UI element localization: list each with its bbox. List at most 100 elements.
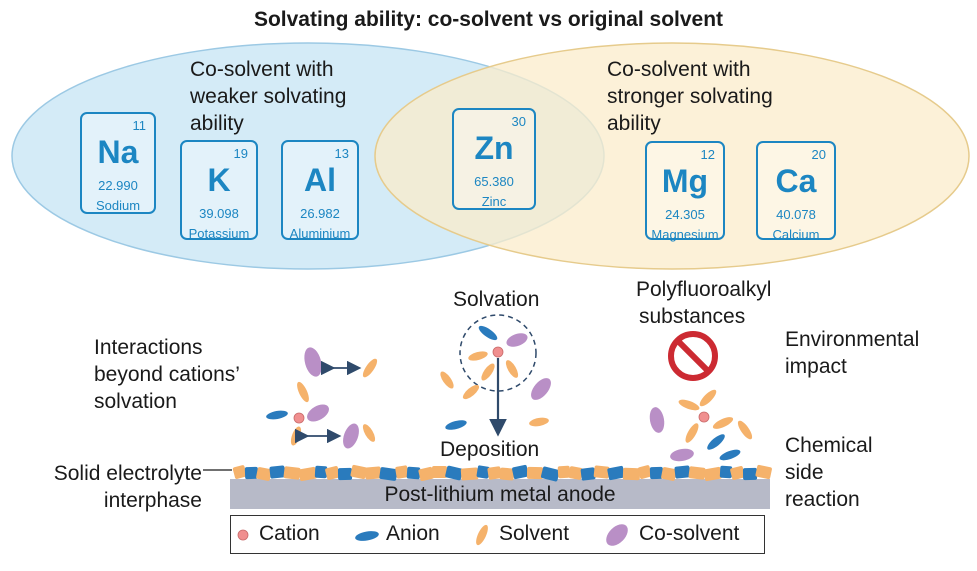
element-tile-ca: 20 Ca 40.078 Calcium [756,141,836,242]
sei-particle [406,466,421,480]
anion-molecule [445,420,467,430]
anion-molecule [719,449,741,461]
sei-particle [476,465,490,479]
anion-molecule [266,410,288,420]
sei-particle [350,464,367,480]
solvent-molecule [481,363,495,381]
legend-cation-label: Cation [259,522,320,545]
sei-particle [674,465,691,479]
sei-particle [703,466,722,482]
cosolvent-molecule [649,407,665,433]
cosolvent-molecule [343,423,359,449]
sei-particle [719,465,733,479]
legend-anion-label: Anion [386,522,440,545]
sei-particle [661,467,677,481]
sei-particle [244,466,259,480]
sei-particle [730,466,745,480]
sei-particle [460,467,479,481]
chemical-side-reaction-label: Chemical side reaction [785,434,873,511]
sei-particle [512,464,529,480]
interaction-molecules [266,347,378,449]
sei-particle [593,465,610,479]
element-tile-al: 13 Al 26.982 Aluminium [281,140,359,241]
sei-particle [314,465,328,479]
element-tile-zn: 30 Zn 65.380 Zinc [452,108,536,210]
sei-particle [649,466,664,480]
environmental-impact-label: Environmental impact [785,328,920,378]
venn-right-label: Co-solvent with stronger solvating abili… [607,58,773,135]
sei-particle [607,465,625,481]
anode-label: Post-lithium metal anode [384,483,616,506]
sei-particle [526,466,544,480]
sei-particle [622,467,641,481]
sei-particle [298,466,317,482]
figure-title: Solvating ability: co-solvent vs origina… [253,8,724,31]
legend-cosolvent-marker [606,524,628,546]
solvent-molecule [685,423,699,443]
venn-right-ellipse [374,42,970,270]
legend-cosolvent-label: Co-solvent [639,522,740,545]
solvent-molecule [440,371,454,389]
sei-particle [337,467,353,481]
element-tile-na: 11 Na 22.990 Sodium [80,112,156,214]
cosolvent-molecule [531,378,551,400]
solvent-molecule [468,351,488,361]
sei-particle [269,465,286,479]
sei-particle [379,467,398,481]
solvent-molecule [737,420,753,440]
solvent-molecule [462,384,480,400]
sei-particle [432,466,447,478]
prohibition-icon [668,331,718,381]
solvent-molecule [529,417,549,427]
solvent-molecule [678,399,700,411]
element-tile-mg: 12 Mg 24.305 Magnesium [645,141,725,242]
sei-particle [418,466,434,481]
anion-molecule [478,325,498,341]
legend-cation-marker [237,529,249,541]
sei-particle [637,465,652,479]
anode-bar [230,479,770,509]
cation-dot [293,412,305,424]
cosolvent-molecule [506,333,528,347]
deposition-label: Deposition [440,438,540,461]
sei-particle [540,466,560,482]
legend-solvent-label: Solvent [499,522,570,545]
cation-dot [698,411,710,423]
solvent-molecule [362,424,376,442]
sei-particle [499,467,515,481]
sei-particle [232,465,247,479]
solvation-circle [459,314,537,392]
solvent-molecule [297,381,309,403]
anion-molecule [707,434,725,450]
sei-particle [364,466,382,480]
side-reaction-molecules [649,389,753,462]
sei-particle [557,465,571,479]
sei-particle [395,465,409,479]
cosolvent-molecule [307,404,329,422]
solvent-molecule [362,358,378,378]
sei-particle [568,466,583,480]
sei-particle [325,466,340,480]
pfas-label: Polyfluoroalkyl substances [636,278,772,328]
sei-particle [742,467,758,481]
sei-label: Solid electrolyte interphase [53,462,202,512]
sei-particle [755,464,772,480]
cosolvent-molecule [304,347,322,377]
sei-particle [283,466,301,480]
cosolvent-molecule [670,448,694,462]
solvation-shell [440,314,551,437]
sei-particle [688,466,706,480]
legend-markers [237,524,628,546]
sei-particle [580,467,596,481]
solvation-label: Solvation [453,288,540,311]
legend: Cation Anion Solvent Co-solvent [230,515,765,554]
sei-particle [256,467,272,481]
sei-particle [487,466,502,480]
cation-dot [492,346,504,358]
venn-left-label: Co-solvent with weaker solvating ability [190,58,347,135]
interactions-label: Interactions beyond cations’ solvation [94,336,240,413]
solvent-molecule [699,389,717,407]
legend-solvent-marker [476,524,488,546]
solvent-molecule [290,426,302,446]
